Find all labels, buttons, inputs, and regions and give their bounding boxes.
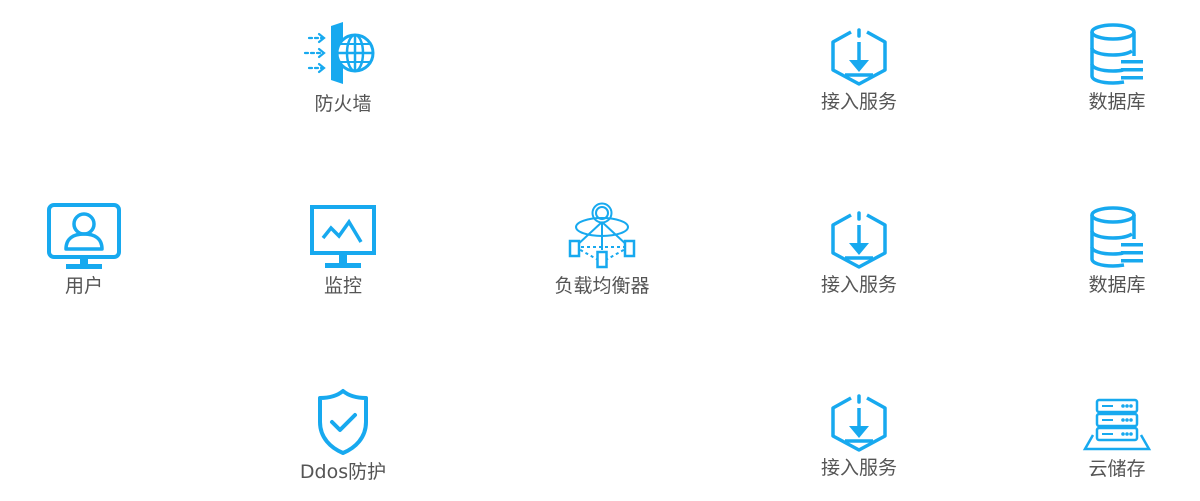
node-user: 用户 — [14, 202, 154, 298]
node-label: Ddos防护 — [299, 461, 387, 483]
server-storage-icon — [1047, 397, 1187, 453]
node-label: 接入服务 — [820, 274, 897, 296]
node-access-service-2: 接入服务 — [789, 209, 929, 297]
node-firewall: 防火墙 — [273, 20, 413, 116]
node-cloud-storage: 云储存 — [1047, 397, 1187, 481]
node-database-1: 数据库 — [1047, 22, 1187, 114]
node-label: 监控 — [323, 275, 362, 297]
firewall-globe-icon — [273, 20, 413, 88]
database-icon — [1047, 22, 1187, 86]
download-hexagon-icon — [789, 26, 929, 86]
database-icon — [1047, 205, 1187, 269]
node-access-service-3: 接入服务 — [789, 392, 929, 480]
node-label: 防火墙 — [314, 93, 372, 115]
node-label: 数据库 — [1088, 91, 1146, 113]
node-label: 数据库 — [1088, 274, 1146, 296]
node-label: 云储存 — [1088, 458, 1146, 480]
node-ddos: Ddos防护 — [273, 388, 413, 484]
node-label: 用户 — [64, 275, 103, 297]
monitor-chart-icon — [273, 204, 413, 270]
download-hexagon-icon — [789, 209, 929, 269]
monitor-user-icon — [14, 202, 154, 270]
node-label: 接入服务 — [820, 91, 897, 113]
node-database-2: 数据库 — [1047, 205, 1187, 297]
shield-check-icon — [273, 388, 413, 456]
node-load-balancer: 负载均衡器 — [532, 202, 672, 298]
node-label: 负载均衡器 — [554, 275, 650, 297]
node-monitor: 监控 — [273, 204, 413, 298]
node-access-service-1: 接入服务 — [789, 26, 929, 114]
load-balancer-icon — [532, 202, 672, 270]
download-hexagon-icon — [789, 392, 929, 452]
node-label: 接入服务 — [820, 457, 897, 479]
